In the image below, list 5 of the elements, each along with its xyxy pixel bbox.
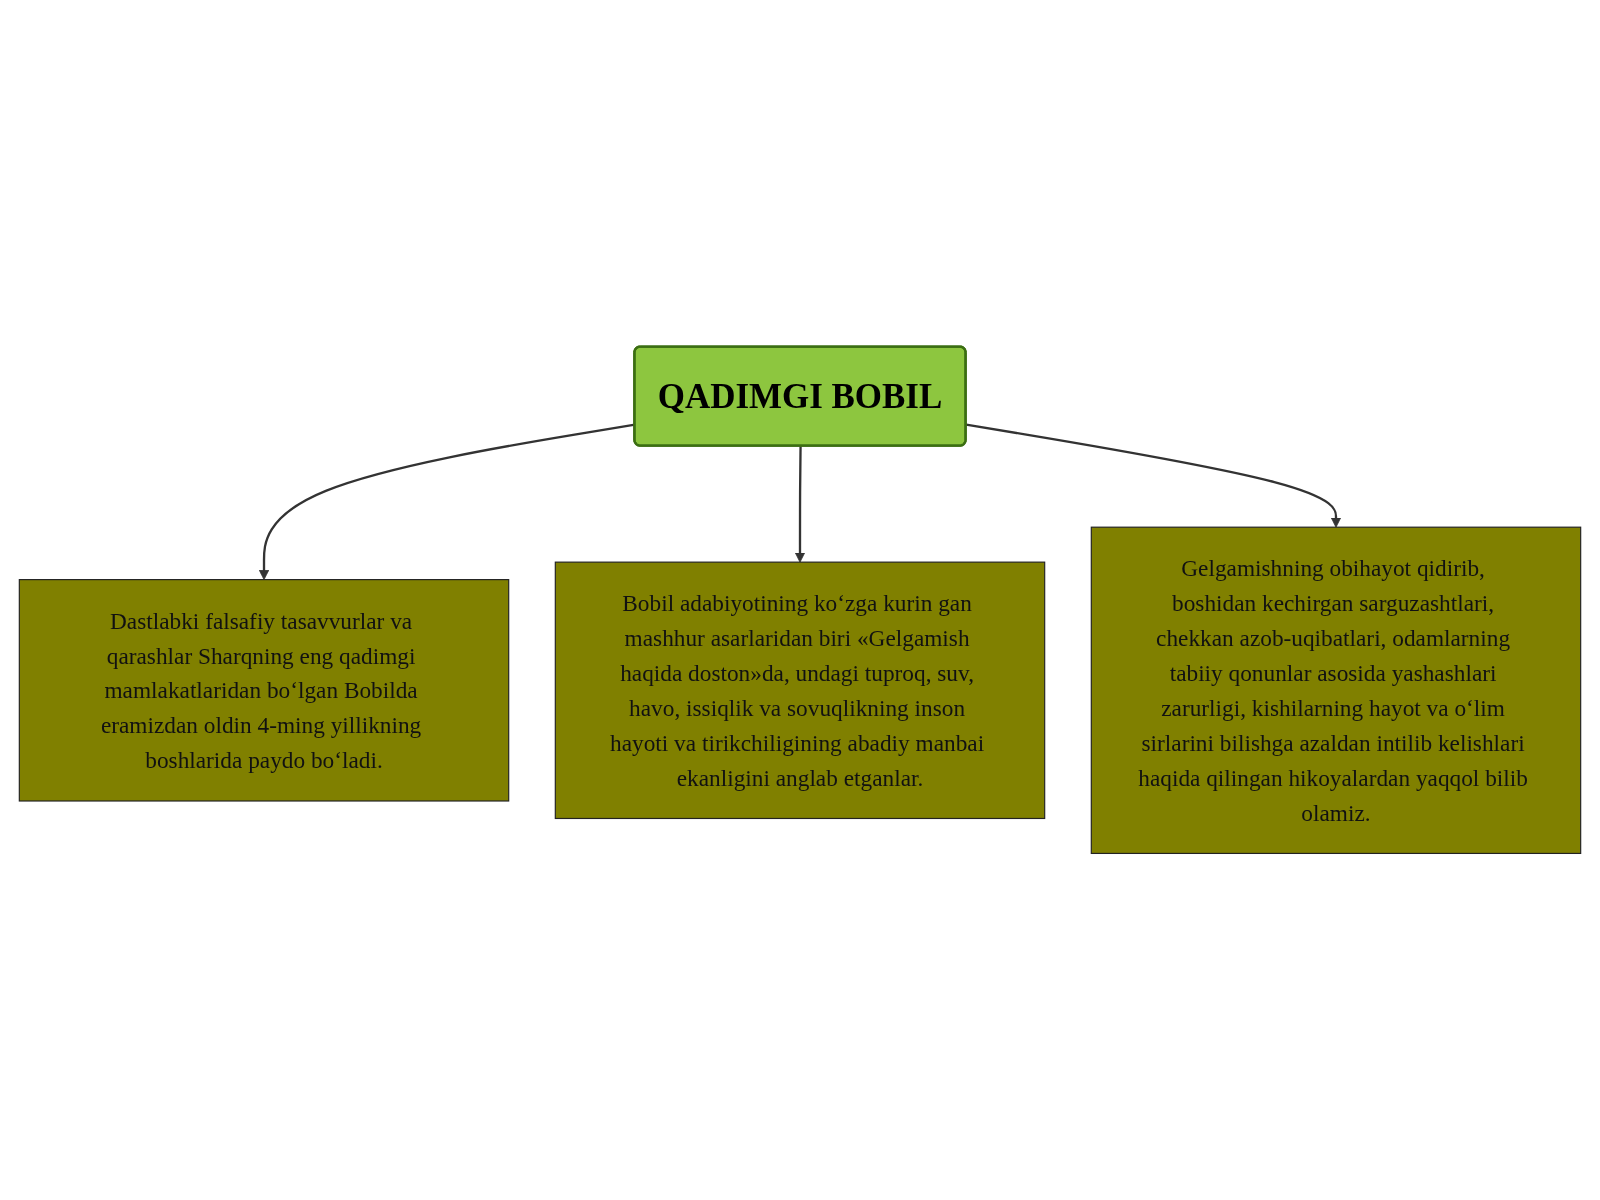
node-box: Bobil adabiyotining ko‘zga kurin gan mashhur asarlaridan biri «Gelgamish haqida doston»da, undagi tuproq, suv, havo, issiqlik va sovuqlikning inson hayoti va tirikchiligining abadiy manbai ekanligini anglab etganlar. [554, 561, 1046, 820]
arrow [794, 446, 806, 563]
node-box: Gelgamishning obihayot qidirib, boshidan kechirgan sarguzashtlari, chekkan azob-uqibatlari, odamlarning tabiiy qonunlar asosida yashashlari zarurligi, kishilarning hayot va o‘lim sirlarini bilishga azaldan intilib kelishlari haqida qilingan hikoyalardan yaqqol bilib olamiz. [1090, 526, 1582, 854]
node-box: Dastlabki falsafiy tasavvurlar va qarashlar Sharqning eng qadimgi mamlakatlaridan bo‘lgan Bobilda eramizdan oldin 4-ming yillikning boshlarida paydo bo‘ladi. [18, 579, 510, 802]
arrow [965, 423, 1342, 528]
